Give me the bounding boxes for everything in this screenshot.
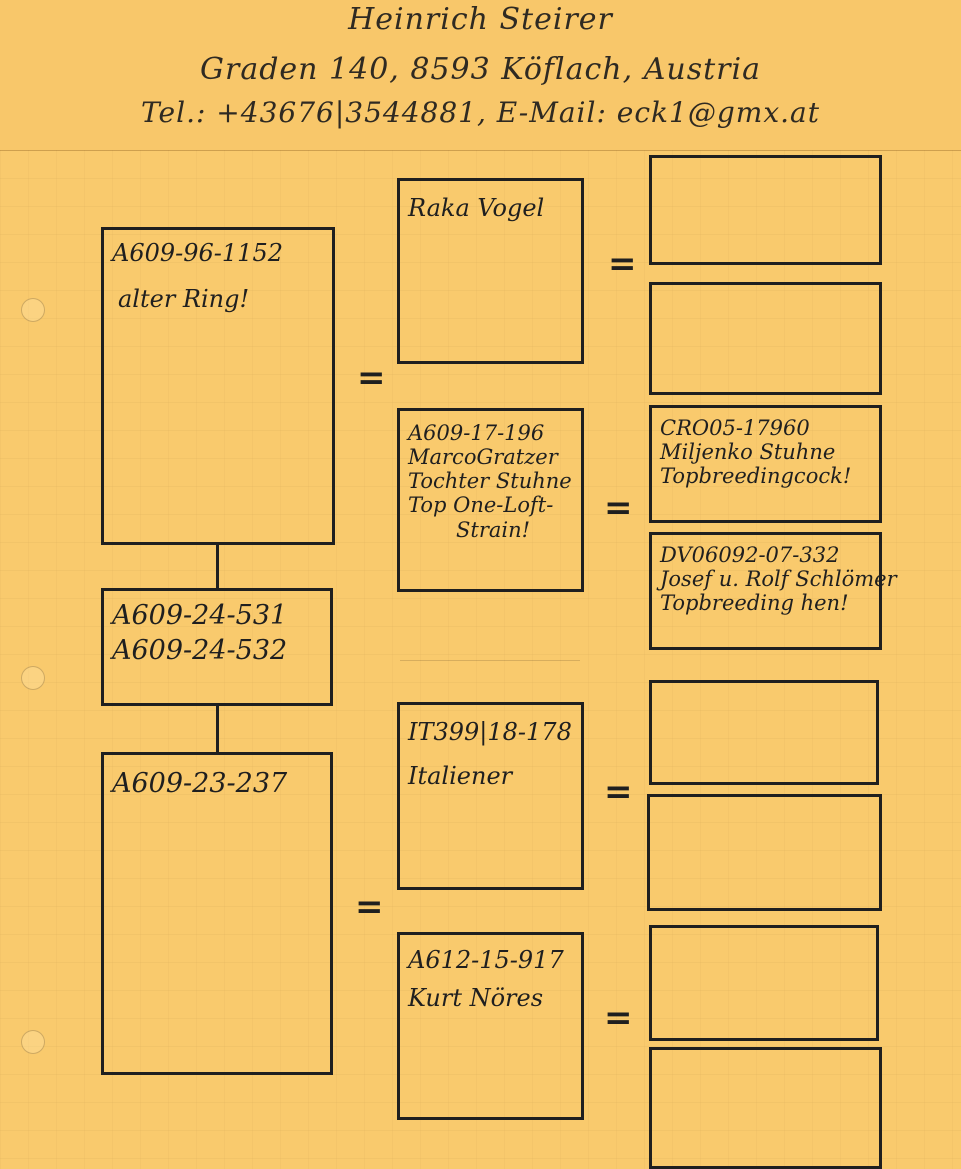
- dam-sire-ring: IT399|18-178: [408, 718, 572, 746]
- equals-sign: =: [604, 998, 633, 1038]
- dam-dam-box: A612-15-917 Kurt Nöres: [397, 932, 584, 1120]
- dam-ring: A609-23-237: [112, 768, 288, 799]
- subject-text: A609-24-531 A609-24-532: [104, 599, 330, 668]
- document-header: Heinrich Steirer Graden 140, 8593 Köflac…: [0, 0, 961, 151]
- sire-dam-strain-1: Top One-Loft-: [408, 493, 554, 518]
- subject-ring-1: A609-24-531: [112, 600, 288, 631]
- sire-note: alter Ring!: [118, 285, 250, 313]
- subject-box: A609-24-531 A609-24-532: [101, 588, 333, 706]
- sire-ring: A609-96-1152: [112, 239, 283, 267]
- binder-hole: [21, 666, 45, 690]
- sire-dam-sire-ring: CRO05-17960: [660, 416, 810, 440]
- dam-sire-dam-box: [647, 794, 882, 911]
- equals-sign: =: [357, 358, 386, 398]
- pencil-mark: [400, 660, 580, 661]
- dam-dam-text: A612-15-917 Kurt Nöres: [400, 945, 581, 1013]
- sire-sire-box: Raka Vogel: [397, 178, 584, 364]
- owner-address: Graden 140, 8593 Köflach, Austria: [200, 52, 761, 87]
- binder-hole: [21, 1030, 45, 1054]
- sire-dam-sire-note: Topbreedingcock!: [660, 464, 852, 489]
- owner-contact: Tel.: +43676|3544881, E-Mail: eck1@gmx.a…: [141, 96, 820, 129]
- sire-dam-sire-box: CRO05-17960 Miljenko Stuhne Topbreedingc…: [649, 405, 882, 523]
- sire-dam-box: A609-17-196 MarcoGratzer Tochter Stuhne …: [397, 408, 584, 592]
- dam-dam-dam-box: [649, 1047, 882, 1169]
- pedigree-connector: [216, 544, 219, 590]
- sire-dam-sire-text: CRO05-17960 Miljenko Stuhne Topbreedingc…: [652, 416, 879, 488]
- pedigree-connector: [216, 704, 219, 752]
- dam-dam-ring: A612-15-917: [408, 946, 564, 974]
- dam-dam-sire-box: [649, 925, 879, 1041]
- dam-sire-name: Italiener: [408, 762, 513, 790]
- sire-dam-dam-note: Topbreeding hen!: [660, 591, 849, 616]
- dam-box: A609-23-237: [101, 752, 333, 1075]
- sire-dam-ring: A609-17-196: [408, 421, 545, 445]
- dam-sire-box: IT399|18-178 Italiener: [397, 702, 584, 890]
- dam-sire-text: IT399|18-178 Italiener: [400, 717, 581, 791]
- dam-sire-sire-box: [649, 680, 879, 785]
- pedigree-sheet: [0, 150, 961, 1169]
- equals-sign: =: [608, 244, 637, 284]
- sire-sire-sire-box: [649, 155, 882, 265]
- equals-sign: =: [355, 887, 384, 927]
- sire-dam-dam-text: DV06092-07-332 Josef u. Rolf Schlömer To…: [652, 543, 897, 616]
- sire-dam-dam-breeder: Josef u. Rolf Schlömer: [660, 567, 897, 592]
- subject-ring-2: A609-24-532: [112, 634, 288, 666]
- dam-dam-name: Kurt Nöres: [408, 984, 544, 1012]
- sire-sire-text: Raka Vogel: [400, 193, 581, 223]
- sire-box: A609-96-1152 alter Ring!: [101, 227, 335, 545]
- owner-name: Heinrich Steirer: [348, 2, 613, 37]
- sire-text: A609-96-1152 alter Ring!: [104, 238, 332, 314]
- sire-dam-dam-ring: DV06092-07-332: [660, 543, 840, 567]
- sire-sire-dam-box: [649, 282, 882, 395]
- binder-hole: [21, 298, 45, 322]
- sire-sire-name: Raka Vogel: [408, 194, 545, 222]
- equals-sign: =: [604, 488, 633, 528]
- sire-dam-strain-2: Strain!: [456, 517, 531, 542]
- sire-dam-note: Tochter Stuhne: [408, 469, 572, 494]
- sire-dam-dam-box: DV06092-07-332 Josef u. Rolf Schlömer To…: [649, 532, 897, 650]
- sire-dam-breeder: MarcoGratzer: [408, 445, 558, 470]
- equals-sign: =: [604, 772, 633, 812]
- dam-text: A609-23-237: [104, 767, 330, 802]
- sire-dam-sire-breeder: Miljenko Stuhne: [660, 440, 836, 465]
- sire-dam-text: A609-17-196 MarcoGratzer Tochter Stuhne …: [400, 421, 581, 542]
